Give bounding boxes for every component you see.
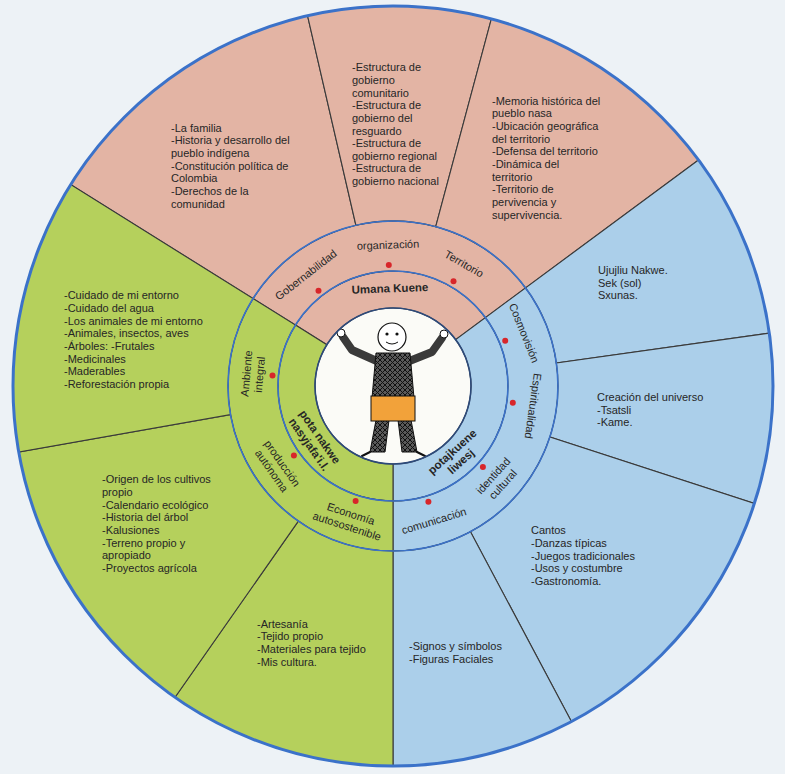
sector-item: -La familia <box>171 122 301 135</box>
text-column: -Estructura de gobierno comunitario-Estr… <box>352 61 444 187</box>
text-column: -Memoria histórica del pueblo nasa-Ubica… <box>492 95 602 221</box>
sector-item: Sek (sol) <box>598 277 698 290</box>
sector-item: -Constitución política de Colombia <box>171 160 301 185</box>
text-column: Cantos-Danzas típicas-Juegos tradicional… <box>531 524 661 587</box>
red-dot <box>480 464 486 470</box>
sector-item: Creación del universo <box>597 391 727 404</box>
sector-item: -Dinámica del territorio <box>492 158 602 183</box>
sector-item: -Danzas típicas <box>531 537 661 550</box>
sector-item: -Animales, insectos, aves <box>64 327 204 340</box>
sector-item: -Figuras Faciales <box>409 653 509 666</box>
sector-item: Sxunas. <box>598 289 698 302</box>
sector-item: -Cuidado del agua <box>64 302 204 315</box>
sector-item: -Los animales de mi entorno <box>64 315 204 328</box>
text-column: -Origen de los cultivos propio-Calendari… <box>102 473 232 574</box>
sector-item: -Proyectos agrícola <box>102 562 232 575</box>
red-dot <box>353 498 359 504</box>
sector-item: -Mis cultura. <box>257 656 367 669</box>
sector-item: -Árboles: -Frutales <box>64 340 204 353</box>
sector-item: -Ubicación geográfica del territorio <box>492 120 602 145</box>
sector-item: Ujujliu Nakwe. <box>598 264 698 277</box>
sector-item: -Tsatsli <box>597 404 727 417</box>
sector-item: -Materiales para tejido <box>257 643 367 656</box>
sector-item: -Historia del árbol <box>102 511 232 524</box>
text-column: Ujujliu Nakwe.Sek (sol)Sxunas. <box>598 264 698 302</box>
sector-item: -Origen de los cultivos propio <box>102 473 232 498</box>
ring-sector: -Cuidado de mi entorno-Cuidado del agua-… <box>11 182 256 454</box>
sector-item: -Cuidado de mi entorno <box>64 289 204 302</box>
sector-outline <box>393 532 571 766</box>
sector-item: -Artesanía <box>257 618 367 631</box>
sector-item: -Estructura de gobierno regional <box>352 137 444 162</box>
sector-item: -Medicinales <box>64 353 204 366</box>
sector-item: -Estructura de gobierno comunitario <box>352 61 444 99</box>
red-dot <box>270 373 276 379</box>
sector-item: -Gastronomía. <box>531 575 661 588</box>
sector-item: -Calendario ecológico <box>102 499 232 512</box>
sector-item: -Maderables <box>64 365 204 378</box>
sector-item: -Signos y símbolos <box>409 640 509 653</box>
sector-item: -Estructura de gobierno nacional <box>352 162 444 187</box>
sector-shape <box>523 157 772 366</box>
red-dot <box>316 288 322 294</box>
red-dot <box>502 338 508 344</box>
red-dot <box>425 499 431 505</box>
sector-outline <box>19 415 299 698</box>
sector-item: -Usos y costumbre <box>531 562 661 575</box>
sector-item: -Derechos de la comunidad <box>171 185 301 210</box>
red-dot <box>291 452 297 458</box>
sector-item: -Juegos tradicionales <box>531 550 661 563</box>
sector-outline <box>526 160 770 363</box>
sector-item: -Territorio de pervivencia y supervivenc… <box>492 183 602 221</box>
text-column: -La familia-Historia y desarrollo del pu… <box>171 122 301 210</box>
text-column: -Artesanía-Tejido propio-Materiales para… <box>257 618 367 669</box>
red-dot <box>451 278 457 284</box>
sector-item: -Tejido propio <box>257 630 367 643</box>
red-dot <box>510 400 516 406</box>
sector-item: Cantos <box>531 524 661 537</box>
sector-item: -Historia y desarrollo del pueblo indíge… <box>171 134 301 159</box>
ring-sector: Ujujliu Nakwe.Sek (sol)Sxunas. <box>523 157 772 366</box>
text-column: Creación del universo-Tsatsli-Kame. <box>597 391 727 429</box>
text-column: -Cuidado de mi entorno-Cuidado del agua-… <box>64 289 204 390</box>
sector-item: -Terreno propio y apropiado <box>102 537 232 562</box>
sector-item: -Kame. <box>597 416 727 429</box>
sector-item: -Estructura de gobierno del resguardo <box>352 99 444 137</box>
ring-label: Ambiente integral <box>237 340 268 408</box>
red-dot <box>386 262 392 268</box>
sector-item: -Defensa del territorio <box>492 145 602 158</box>
sector-item: -Reforestación propia <box>64 378 204 391</box>
text-column: -Signos y símbolos-Figuras Faciales <box>409 640 509 665</box>
sector-item: -Memoria histórica del pueblo nasa <box>492 95 602 120</box>
sector-item: -Kalusiones <box>102 524 232 537</box>
